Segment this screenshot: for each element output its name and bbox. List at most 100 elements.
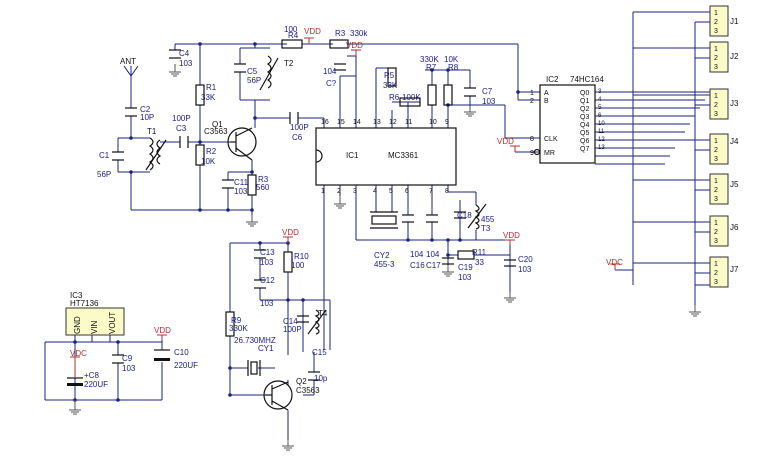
label-c16: C16 bbox=[410, 261, 425, 270]
ic2-input-pin: 9 bbox=[530, 150, 534, 157]
label-c5v: 56P bbox=[247, 76, 261, 85]
capacitor-c12 bbox=[254, 279, 266, 289]
label-vin: VIN bbox=[90, 320, 99, 334]
connector-j2 bbox=[709, 41, 729, 73]
connector-pin: 2 bbox=[714, 187, 718, 194]
label-j5: J5 bbox=[730, 180, 739, 189]
label-r4: R4 bbox=[288, 31, 299, 40]
capacitor-c19 bbox=[442, 257, 454, 265]
ic2-output-name: Q3 bbox=[580, 114, 589, 121]
ic1-pin-top: 16 bbox=[321, 119, 329, 126]
label-r4v: 100 bbox=[284, 25, 298, 34]
connector-pin: 3 bbox=[714, 279, 718, 286]
resistor-r5 bbox=[387, 67, 397, 87]
ic1-pin-bottom: 3 bbox=[353, 188, 357, 195]
label-c1v: 56P bbox=[97, 170, 111, 179]
label-j2: J2 bbox=[730, 52, 739, 61]
label-c14: C14 bbox=[283, 317, 298, 326]
connector-pin: 3 bbox=[714, 64, 718, 71]
label-ic2: IC2 bbox=[546, 75, 559, 84]
label-c6v: 100P bbox=[290, 123, 309, 132]
label-r9v: 330K bbox=[229, 324, 248, 333]
capacitor-c7 bbox=[464, 87, 476, 97]
label-r6: R6 bbox=[389, 93, 400, 102]
ic2-input-name: A bbox=[544, 90, 549, 97]
ic2-output-pin: 6 bbox=[598, 113, 602, 119]
label-r8: R8 bbox=[448, 63, 459, 72]
connector-pin: 1 bbox=[714, 93, 718, 100]
capacitor-c11 bbox=[222, 179, 234, 189]
crystal-cy1 bbox=[247, 360, 261, 376]
ic1-pin-bottom: 1 bbox=[321, 188, 325, 195]
ground-symbols bbox=[69, 64, 701, 451]
ic2-input-pin: 8 bbox=[530, 136, 534, 143]
ic2-output-name: Q0 bbox=[580, 90, 589, 97]
label-c8: +C8 bbox=[84, 371, 99, 380]
label-vdc2: VDC bbox=[606, 258, 623, 267]
junction-dots bbox=[73, 42, 520, 402]
transistor-q2 bbox=[263, 380, 293, 411]
capacitor-c6 bbox=[289, 112, 299, 124]
label-c8v: 220UF bbox=[84, 380, 108, 389]
ic2-output-pin: 4 bbox=[598, 97, 602, 103]
capacitor-c14 bbox=[297, 315, 309, 323]
capacitor-c13 bbox=[254, 249, 266, 259]
label-q2v: C3563 bbox=[296, 386, 320, 395]
connector-pin: 1 bbox=[714, 178, 718, 185]
capacitor-c4 bbox=[169, 49, 181, 59]
label-r11v: 33 bbox=[475, 258, 484, 267]
label-r3t: R3 bbox=[335, 29, 346, 38]
label-cy1: CY1 bbox=[258, 344, 274, 353]
connector-pin: 3 bbox=[714, 28, 718, 35]
connector-pin: 3 bbox=[714, 196, 718, 203]
connector-j7 bbox=[709, 256, 729, 288]
label-r2v: 10K bbox=[201, 157, 216, 166]
label-vout: VOUT bbox=[108, 312, 117, 334]
label-vdd7: VDD bbox=[154, 326, 171, 335]
label-c19v: 103 bbox=[458, 273, 472, 282]
ground-q1 bbox=[246, 215, 258, 227]
ground-pin2 bbox=[334, 196, 346, 209]
label-r7v: 330K bbox=[420, 55, 439, 64]
ground-q2 bbox=[282, 440, 294, 451]
label-q2: Q2 bbox=[296, 377, 307, 386]
ic2-output-pin: 3 bbox=[598, 89, 602, 95]
label-t3: T3 bbox=[481, 224, 491, 233]
capacitor-c-top bbox=[334, 63, 346, 71]
ic2-output-name: Q1 bbox=[580, 98, 589, 105]
label-vdd5: VDD bbox=[282, 228, 299, 237]
label-c7v: 103 bbox=[482, 97, 496, 106]
resistor-r11 bbox=[457, 250, 475, 260]
ic2-output-pin: 10 bbox=[598, 121, 605, 127]
label-c13v: 103 bbox=[260, 258, 274, 267]
connector-j6 bbox=[709, 215, 729, 247]
ic1-pin-top: 10 bbox=[429, 119, 437, 126]
transformer-t2 bbox=[259, 55, 279, 91]
ground-c20 bbox=[504, 292, 516, 303]
ic1-pin-bottom: 2 bbox=[337, 188, 341, 195]
capacitor-c15 bbox=[308, 371, 320, 381]
connector-j4 bbox=[709, 133, 729, 165]
vdd-flags bbox=[70, 37, 620, 378]
connector-j5 bbox=[709, 173, 729, 205]
resistor-r4 bbox=[281, 39, 303, 49]
transformer-t1 bbox=[145, 137, 167, 171]
label-c1: C1 bbox=[99, 151, 110, 160]
label-c3v: 100P bbox=[172, 114, 191, 123]
ic2-output-name: Q2 bbox=[580, 106, 589, 113]
label-t1: T1 bbox=[147, 127, 157, 136]
label-cy2v: 455-3 bbox=[374, 260, 395, 269]
label-ic1p: MC3361 bbox=[388, 151, 419, 160]
label-vdd3: VDD bbox=[497, 137, 514, 146]
capacitor-c2 bbox=[125, 107, 137, 117]
label-vdd1: VDD bbox=[304, 27, 321, 36]
label-ctop: 104 bbox=[323, 67, 337, 76]
ic2-input-name: MR bbox=[544, 150, 555, 157]
ground-connectors bbox=[689, 305, 701, 317]
label-r10v: 100 bbox=[291, 261, 305, 270]
component-labels: ANTC210PT1C156P100PC3C4103R133KR210KQ1C3… bbox=[70, 17, 739, 395]
resistor-r1 bbox=[195, 84, 205, 106]
label-c11: C11 bbox=[234, 178, 249, 187]
resistor-r3 bbox=[247, 174, 257, 196]
